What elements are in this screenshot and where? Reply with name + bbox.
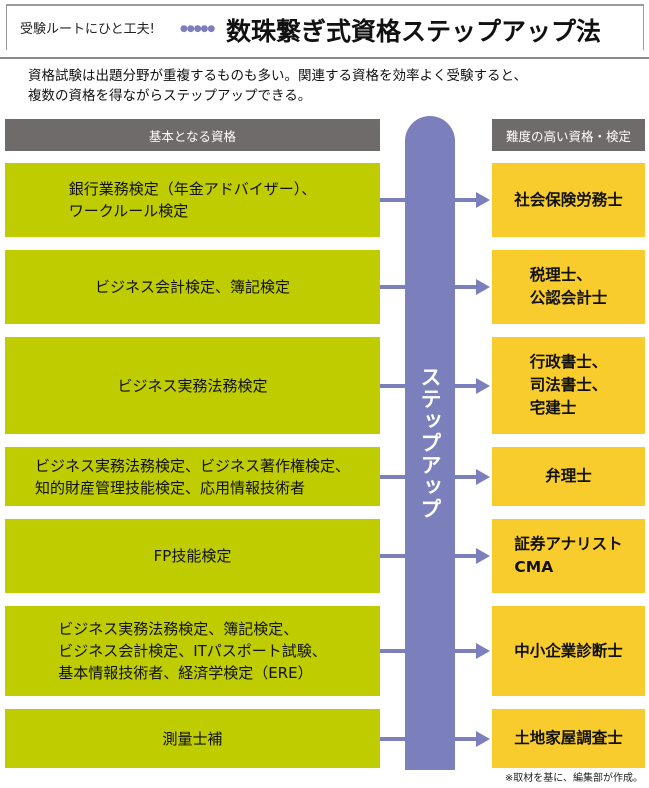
- basic-qualification-line: 基本情報技術者、経済学検定（ERE）: [58, 664, 313, 682]
- connector-line: [380, 649, 405, 653]
- basic-qualification-box: 銀行業務検定（年金アドバイザー）、ワークルール検定: [5, 163, 380, 237]
- advanced-qualification-line: 証券アナリスト: [514, 535, 623, 553]
- advanced-qualification-box: 弁理士: [492, 447, 645, 506]
- advanced-qualification-line: CMA: [514, 558, 554, 576]
- advanced-qualification-box: 行政書士、司法書士、宅建士: [492, 337, 645, 434]
- advanced-qualification-box: 中小企業診断士: [492, 606, 645, 696]
- arrow-head-icon: [476, 730, 490, 747]
- arrow-head-icon: [476, 468, 490, 485]
- basic-qualification-box: ビジネス実務法務検定、ビジネス著作権検定、知的財産管理技能検定、応用情報技術者: [5, 447, 380, 506]
- arrow-line: [455, 383, 477, 388]
- basic-qualification-line: ビジネス会計検定、ITパスポート試験、: [58, 642, 327, 660]
- advanced-qualification-line: 社会保険労務士: [514, 190, 623, 209]
- connector-line: [380, 474, 405, 479]
- step-up-bar: ステップアップ: [405, 116, 455, 770]
- arrow-head-icon: [476, 643, 490, 659]
- arrow-line: [455, 474, 477, 479]
- page-title: 数珠繋ぎ式資格ステップアップ法: [226, 17, 602, 46]
- advanced-qualification-line: 公認会計士: [529, 289, 608, 307]
- advanced-qualification-line: 弁理士: [545, 467, 592, 485]
- basic-qualification-line: 銀行業務検定（年金アドバイザー）、: [68, 180, 317, 198]
- basic-qualification-box: ビジネス実務法務検定、簿記検定、ビジネス会計検定、ITパスポート試験、基本情報技…: [5, 606, 380, 696]
- basic-qualification-line: ビジネス会計検定、簿記検定: [94, 278, 290, 296]
- basic-qualification-line: ビジネス実務法務検定: [117, 376, 268, 395]
- dots-decoration: ●●●●●: [180, 24, 215, 34]
- column-header-basic: 基本となる資格: [5, 119, 380, 151]
- basic-qualification-box: ビジネス実務法務検定: [5, 337, 380, 434]
- title-subtitle: 受験ルートにひと工夫!: [20, 22, 155, 37]
- connector-line: [380, 198, 405, 202]
- arrow-line: [455, 649, 477, 653]
- connector-line: [380, 383, 405, 388]
- footnote: ※取材を基に、編集部が作成。: [504, 773, 643, 784]
- arrow-head-icon: [476, 192, 490, 208]
- advanced-qualification-line: 司法書士、: [529, 376, 608, 394]
- advanced-qualification-line: 中小企業診断士: [514, 641, 623, 660]
- basic-qualification-box: ビジネス会計検定、簿記検定: [5, 250, 380, 324]
- advanced-qualification-line: 行政書士、: [529, 353, 608, 371]
- basic-qualification-line: FP技能検定: [153, 547, 232, 565]
- arrow-head-icon: [476, 548, 490, 564]
- arrow-line: [455, 736, 477, 741]
- advanced-qualification-box: 証券アナリスト CMA: [492, 519, 645, 593]
- arrow-line: [455, 554, 477, 558]
- arrow-line: [455, 198, 477, 202]
- advanced-qualification-line: 土地家屋調査士: [514, 729, 623, 747]
- title-divider: [0, 57, 649, 59]
- arrow-head-icon: [476, 377, 490, 394]
- arrow-line: [455, 285, 477, 289]
- intro-line: 資格試験は出題分野が重複するものも多い。関連する資格を効率よく受験すると、: [28, 68, 527, 84]
- column-header-advanced: 難度の高い資格・検定: [492, 119, 645, 151]
- basic-qualification-line: 測量士補: [162, 729, 223, 748]
- title-box: [6, 4, 644, 50]
- step-up-label: ステップアップ: [418, 366, 442, 520]
- arrow-head-icon: [476, 279, 490, 295]
- intro-text: 資格試験は出題分野が重複するものも多い。関連する資格を効率よく受験すると、 複数…: [28, 66, 527, 106]
- advanced-qualification-box: 土地家屋調査士: [492, 709, 645, 768]
- basic-qualification-box: 測量士補: [5, 709, 380, 768]
- basic-qualification-line: 知的財産管理技能検定、応用情報技術者: [34, 478, 305, 497]
- connector-line: [380, 736, 405, 741]
- intro-line: 複数の資格を得ながらステップアップできる。: [28, 88, 312, 104]
- connector-line: [380, 285, 405, 289]
- connector-line: [380, 554, 405, 558]
- basic-qualification-line: ビジネス実務法務検定、簿記検定、: [58, 620, 299, 638]
- basic-qualification-box: FP技能検定: [5, 519, 380, 593]
- advanced-qualification-line: 税理士、: [529, 266, 592, 284]
- basic-qualification-line: ビジネス実務法務検定、ビジネス著作権検定、: [34, 456, 350, 475]
- basic-qualification-line: ワークルール検定: [68, 202, 189, 220]
- advanced-qualification-line: 宅建士: [529, 399, 577, 417]
- advanced-qualification-box: 税理士、公認会計士: [492, 250, 645, 324]
- advanced-qualification-box: 社会保険労務士: [492, 163, 645, 237]
